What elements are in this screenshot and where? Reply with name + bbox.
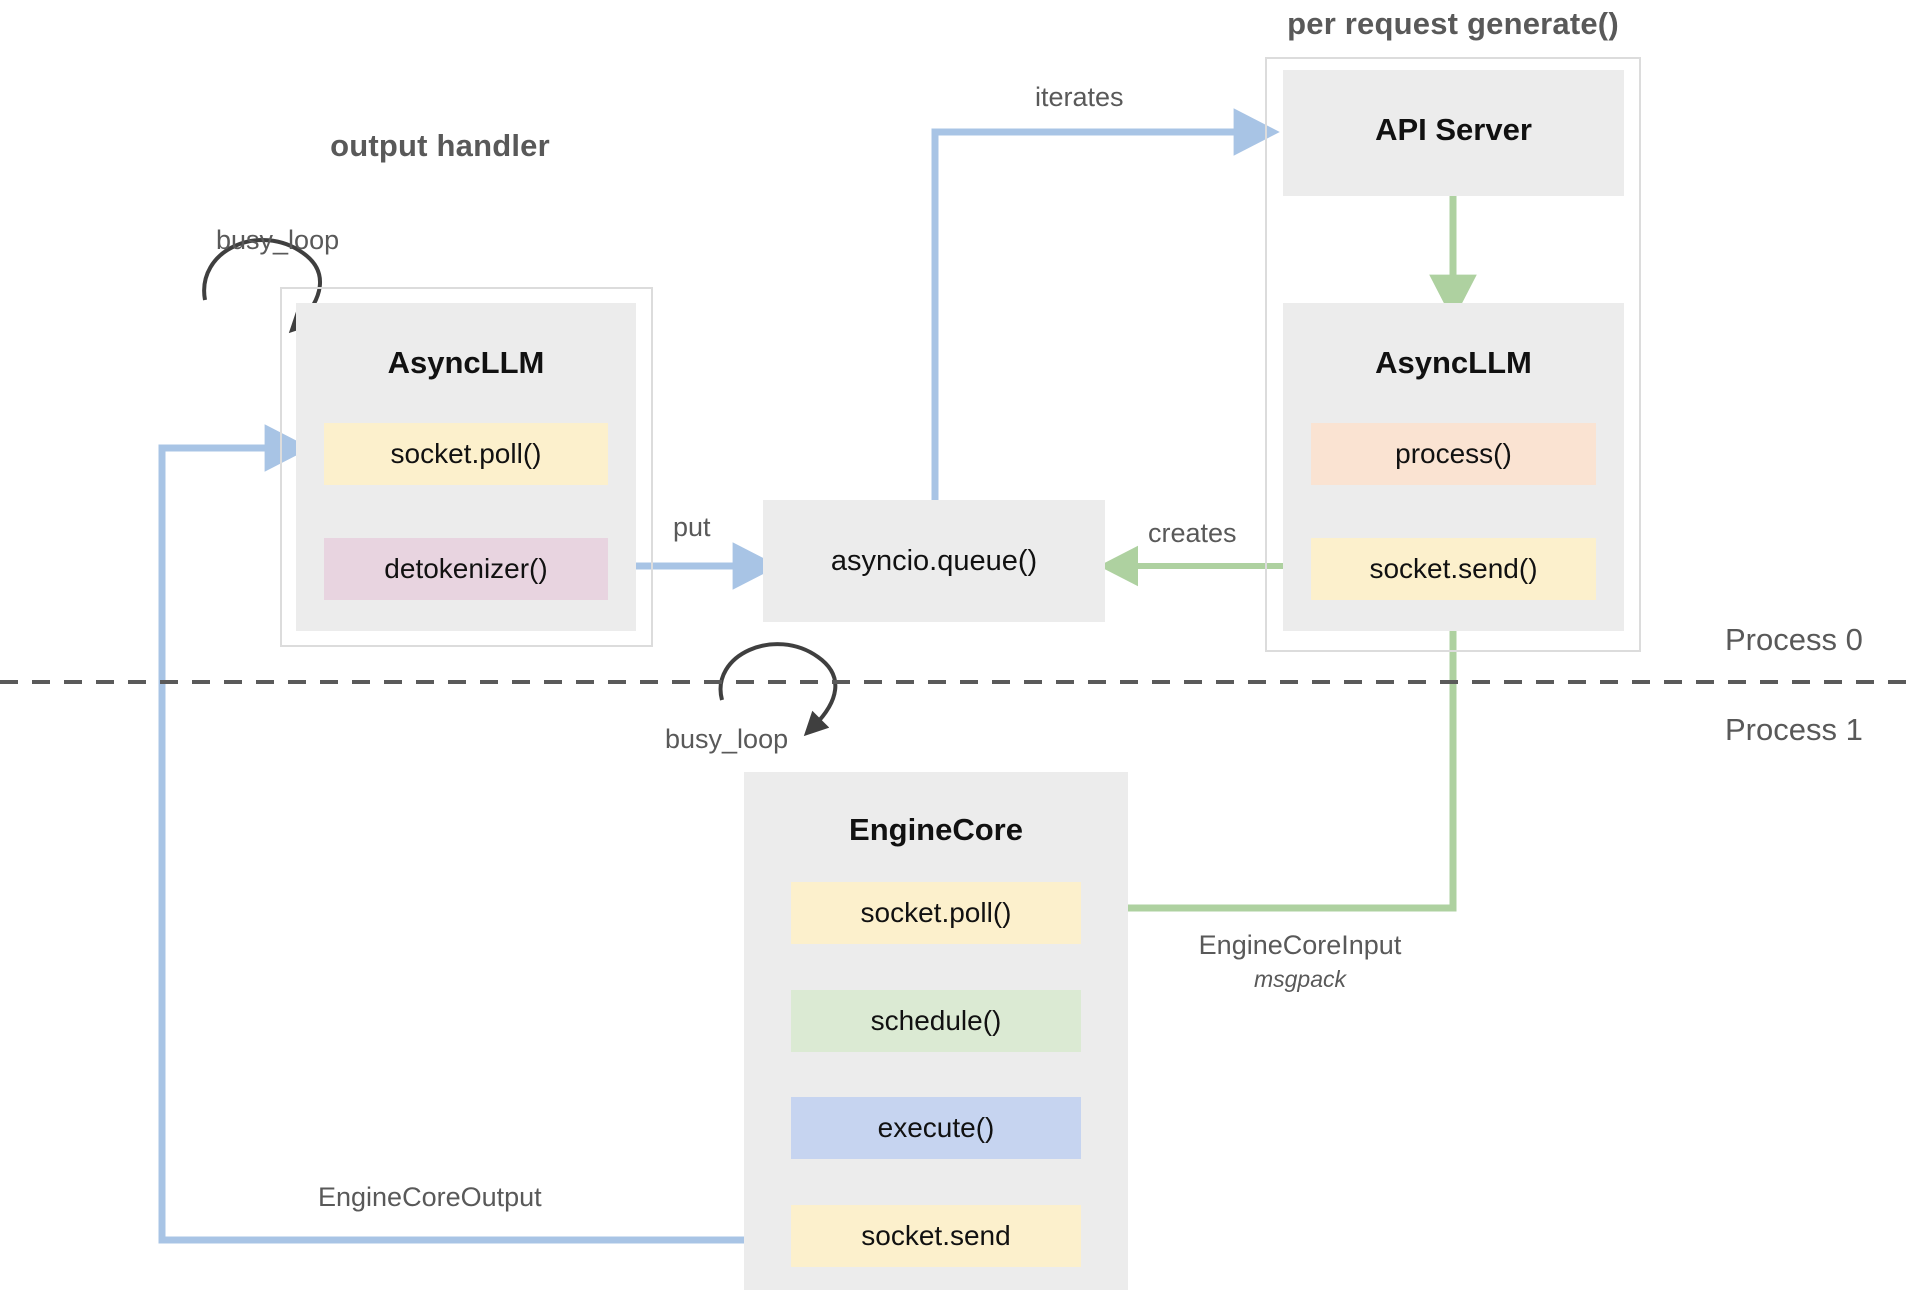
busy-loop-label-left: busy_loop	[216, 225, 340, 255]
output-handler-asyncllm-node: AsyncLLM socket.poll() detokenizer()	[296, 303, 636, 631]
slot-socket-send-right[interactable]: socket.send()	[1311, 538, 1596, 600]
slot-schedule[interactable]: schedule()	[791, 990, 1081, 1052]
engine-core-node: EngineCore socket.poll() schedule() exec…	[744, 772, 1128, 1290]
engine-core-input-sublabel: msgpack	[1253, 966, 1347, 992]
busy-loop-label-engine: busy_loop	[665, 724, 789, 754]
asyncio-queue-node[interactable]: asyncio.queue()	[763, 500, 1105, 622]
slot-socket-poll-left[interactable]: socket.poll()	[324, 423, 608, 485]
process-1-label: Process 1	[1725, 712, 1863, 747]
asyncllm-title-left: AsyncLLM	[387, 345, 545, 380]
slot-detokenizer[interactable]: detokenizer()	[324, 538, 608, 600]
put-label: put	[673, 512, 711, 542]
slot-process[interactable]: process()	[1311, 423, 1596, 485]
busy-loop-arrow-engine	[718, 642, 838, 737]
engine-core-input-label: EngineCoreInput	[1198, 930, 1402, 960]
output-handler-group	[280, 287, 653, 647]
asyncllm-title-right: AsyncLLM	[1375, 345, 1532, 380]
creates-label: creates	[1148, 518, 1237, 548]
per-request-asyncllm-node: AsyncLLM process() socket.send()	[1283, 303, 1624, 631]
engine-core-output-label: EngineCoreOutput	[318, 1182, 542, 1212]
slot-execute[interactable]: execute()	[791, 1097, 1081, 1159]
output-handler-title: output handler	[330, 128, 550, 163]
per-request-group	[1265, 57, 1641, 652]
per-request-title: per request generate()	[1287, 6, 1619, 41]
slot-socket-poll-engine[interactable]: socket.poll()	[791, 882, 1081, 944]
slot-socket-send-engine[interactable]: socket.send	[791, 1205, 1081, 1267]
api-server-node[interactable]: API Server	[1283, 70, 1624, 196]
iterates-label: iterates	[1035, 82, 1124, 112]
engine-core-title: EngineCore	[849, 812, 1023, 847]
iterates-arrow	[931, 108, 1280, 500]
api-server-title: API Server	[1375, 112, 1532, 147]
process-0-label: Process 0	[1725, 622, 1863, 657]
